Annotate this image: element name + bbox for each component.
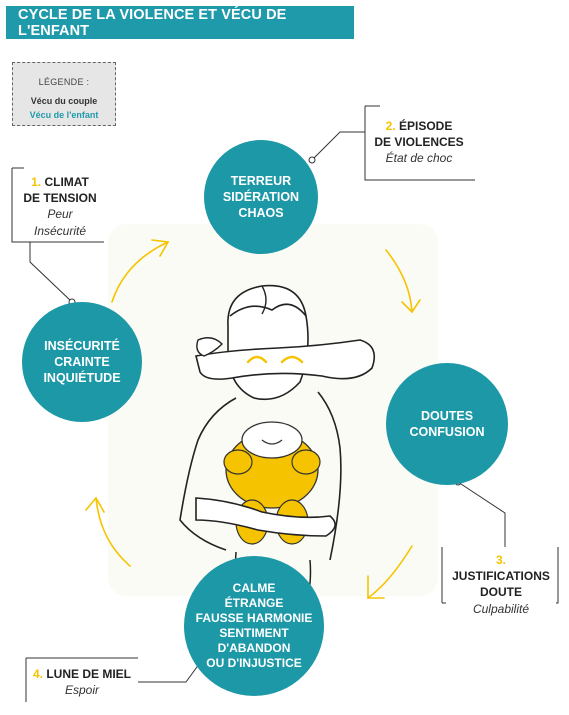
legend-couple: Vécu du couple xyxy=(30,96,98,106)
page-title: CYCLE DE LA VIOLENCE ET VÉCU DE L'ENFANT xyxy=(6,6,354,39)
circle-text: CONFUSION xyxy=(409,425,485,439)
phase-number: 1. xyxy=(31,175,42,189)
circle-text: CHAOS xyxy=(238,206,284,221)
connector-phase-4 xyxy=(138,659,203,683)
phase-number: 2. xyxy=(385,119,396,133)
circle-text: SIDÉRATION xyxy=(222,189,300,204)
circle-terror: TERREUR SIDÉRATION CHAOS xyxy=(204,140,318,254)
phase-3-label: 3. JUSTIFICATIONS DOUTE Culpabilité xyxy=(446,552,556,617)
connector-phase-3 xyxy=(457,481,506,547)
circle-text: INQUIÉTUDE xyxy=(43,371,121,386)
phase-subtitle: Insécurité xyxy=(33,223,87,238)
phase-title: CLIMAT xyxy=(44,175,89,189)
phase-title: DE TENSION xyxy=(23,191,97,206)
phase-number: 4. xyxy=(32,667,43,681)
circle-text: DOUTES xyxy=(420,408,474,423)
phase-1-label: 1. CLIMAT DE TENSION Peur Insécurité xyxy=(22,174,98,239)
phase-2-label: 2. ÉPISODE DE VIOLENCES État de choc xyxy=(370,118,468,167)
arrow-4-head xyxy=(85,496,105,513)
circle-text: ÉTRANGE xyxy=(224,596,284,610)
phase-subtitle: Espoir xyxy=(64,683,99,698)
arrow-3-head xyxy=(367,575,385,599)
arrow-1 xyxy=(111,241,169,303)
circle-insecurity: INSÉCURITÉ CRAINTE INQUIÉTUDE xyxy=(22,302,142,422)
phase-title: LUNE DE MIEL xyxy=(46,667,132,681)
circle-text: OU D'INJUSTICE xyxy=(206,656,302,670)
circle-text: INSÉCURITÉ xyxy=(44,338,120,353)
phase-title: ÉPISODE xyxy=(399,119,453,133)
circle-text: D'ABANDON xyxy=(217,641,291,655)
arrow-1-head xyxy=(151,239,170,257)
phase-number: 3. xyxy=(495,553,506,567)
circle-calm: CALME ÉTRANGE FAUSSE HARMONIE SENTIMENT … xyxy=(184,556,324,696)
circle-text: CRAINTE xyxy=(54,354,110,369)
legend-child: Vécu de l'enfant xyxy=(29,110,99,120)
phase-subtitle: Culpabilité xyxy=(472,601,530,616)
legend-box: LÉGENDE : Vécu du couple Vécu de l'enfan… xyxy=(12,62,116,126)
phase-title: DE VIOLENCES xyxy=(374,135,464,150)
arrow-3 xyxy=(367,545,413,599)
circle-text: SENTIMENT xyxy=(219,626,289,640)
phase-title: JUSTIFICATIONS xyxy=(452,569,550,584)
circle-text: TERREUR xyxy=(230,173,292,188)
phase-4-label: 4. LUNE DE MIEL Espoir xyxy=(30,666,134,699)
connector-phase-2 xyxy=(311,131,365,161)
arrow-2-head xyxy=(401,299,421,314)
circle-text: FAUSSE HARMONIE xyxy=(195,611,313,625)
phase-title: DOUTE xyxy=(480,585,522,600)
phase-subtitle: Peur xyxy=(47,207,73,222)
circle-doubts: DOUTES CONFUSION xyxy=(386,363,508,485)
arrow-4 xyxy=(95,497,131,567)
arrow-2 xyxy=(385,249,413,313)
connector-phase-1 xyxy=(29,242,73,303)
cycle-arrows xyxy=(85,239,421,599)
circle-text: CALME xyxy=(232,581,276,595)
child-illustration xyxy=(179,284,376,605)
legend-heading: LÉGENDE : xyxy=(38,77,90,87)
connector-dot xyxy=(308,156,316,164)
phase-subtitle: État de choc xyxy=(385,151,453,166)
